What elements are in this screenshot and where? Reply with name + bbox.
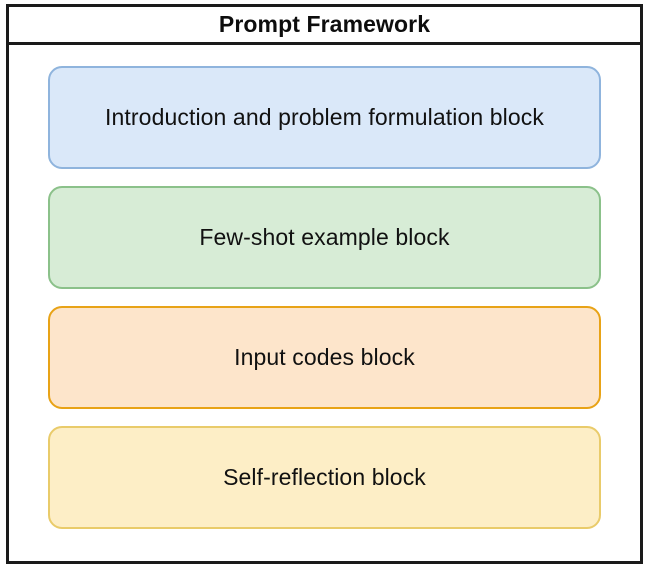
- diagram-title-bar: Prompt Framework: [9, 7, 640, 45]
- block-self-reflection: Self-reflection block: [48, 426, 601, 529]
- block-input-codes: Input codes block: [48, 306, 601, 409]
- block-label: Self-reflection block: [223, 463, 426, 490]
- block-list: Introduction and problem formulation blo…: [9, 45, 640, 561]
- block-label: Introduction and problem formulation blo…: [105, 103, 544, 130]
- prompt-framework-diagram: Prompt Framework Introduction and proble…: [6, 4, 643, 564]
- block-label: Input codes block: [234, 343, 415, 370]
- page-title: Prompt Framework: [218, 11, 431, 37]
- block-introduction-and-problem-formulation: Introduction and problem formulation blo…: [48, 66, 601, 169]
- block-few-shot-example: Few-shot example block: [48, 186, 601, 289]
- block-label: Few-shot example block: [199, 223, 450, 250]
